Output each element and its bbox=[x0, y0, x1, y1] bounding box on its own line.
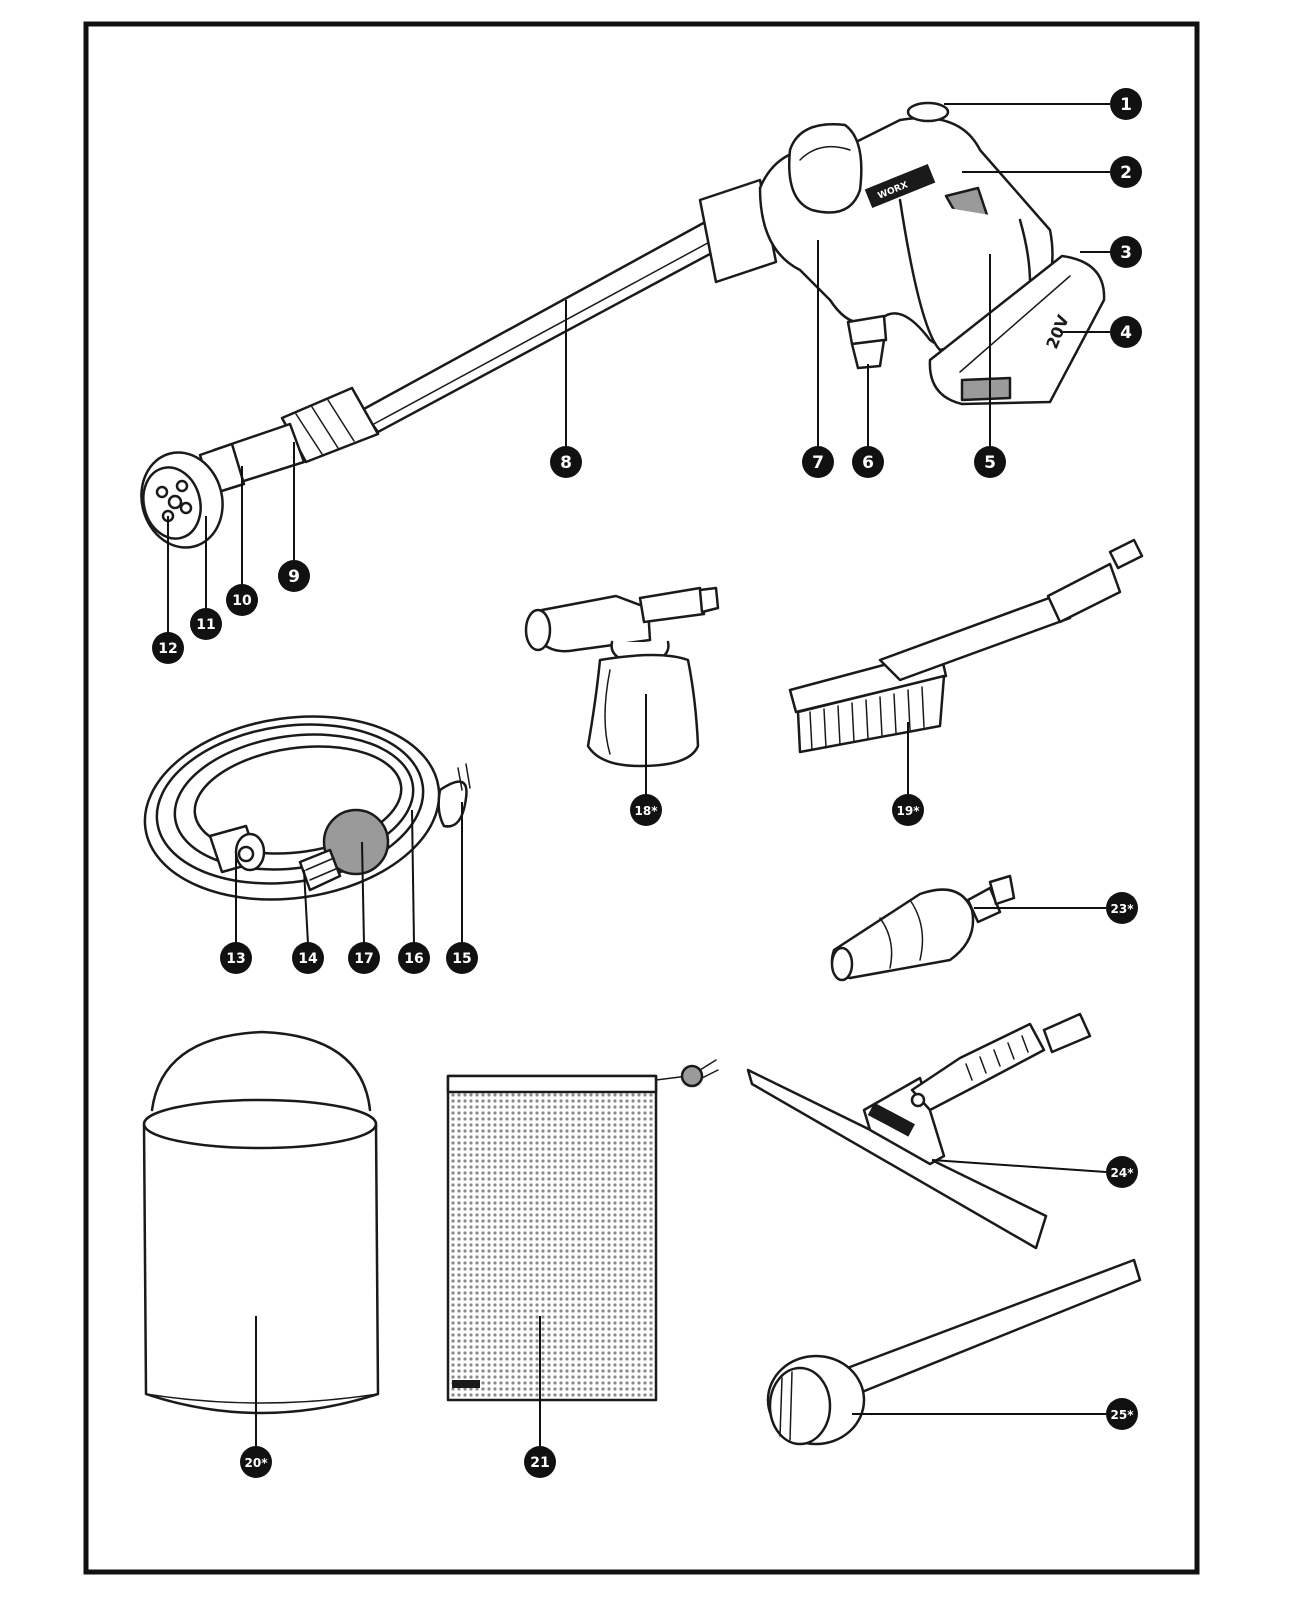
callout-12: 12 bbox=[152, 632, 184, 664]
callout-8: 8 bbox=[550, 446, 582, 478]
callout-21: 21 bbox=[524, 1446, 556, 1478]
callout-2: 2 bbox=[1110, 156, 1142, 188]
svg-text:24*: 24* bbox=[1111, 1166, 1135, 1180]
svg-text:16: 16 bbox=[404, 951, 423, 967]
callout-9: 9 bbox=[278, 560, 310, 592]
svg-text:19*: 19* bbox=[897, 804, 921, 818]
callout-14: 14 bbox=[292, 942, 324, 974]
svg-text:12: 12 bbox=[158, 641, 177, 657]
page-frame bbox=[83, 21, 1200, 1575]
svg-text:7: 7 bbox=[812, 453, 824, 473]
callout-4: 4 bbox=[1110, 316, 1142, 348]
svg-text:14: 14 bbox=[298, 951, 318, 967]
svg-text:6: 6 bbox=[862, 453, 874, 473]
svg-text:20*: 20* bbox=[245, 1456, 269, 1470]
svg-text:1: 1 bbox=[1120, 95, 1132, 115]
svg-text:3: 3 bbox=[1120, 243, 1132, 263]
svg-text:10: 10 bbox=[232, 593, 252, 609]
leader-lines bbox=[167, 103, 1110, 1446]
svg-text:23*: 23* bbox=[1111, 902, 1135, 916]
bucket-drawing bbox=[142, 1030, 380, 1415]
svg-text:2: 2 bbox=[1120, 163, 1132, 183]
hose-drawing bbox=[143, 715, 471, 901]
callout-10: 10 bbox=[226, 584, 258, 616]
bottle-adapter-drawing bbox=[766, 1258, 1142, 1446]
callout-25: 25* bbox=[1106, 1398, 1138, 1430]
callout-13: 13 bbox=[220, 942, 252, 974]
svg-text:8: 8 bbox=[560, 453, 572, 473]
svg-text:5: 5 bbox=[984, 453, 996, 473]
callout-19: 19* bbox=[892, 794, 924, 826]
svg-text:11: 11 bbox=[196, 617, 215, 633]
pressure-washer-drawing: WORX 20V bbox=[140, 101, 1106, 549]
svg-text:4: 4 bbox=[1120, 323, 1132, 343]
squeegee-drawing bbox=[746, 1012, 1092, 1250]
svg-text:25*: 25* bbox=[1111, 1408, 1135, 1422]
foam-bottle-drawing bbox=[524, 586, 720, 768]
callout-7: 7 bbox=[802, 446, 834, 478]
mesh-bag-drawing bbox=[446, 1059, 719, 1402]
callout-20: 20* bbox=[240, 1446, 272, 1478]
svg-text:18*: 18* bbox=[635, 804, 659, 818]
svg-text:21: 21 bbox=[530, 1455, 549, 1471]
callout-18: 18* bbox=[630, 794, 662, 826]
svg-text:17: 17 bbox=[354, 951, 373, 967]
svg-text:15: 15 bbox=[452, 951, 471, 967]
callout-24: 24* bbox=[1106, 1156, 1138, 1188]
callout-1: 1 bbox=[1110, 88, 1142, 120]
callout-11: 11 bbox=[190, 608, 222, 640]
callout-5: 5 bbox=[974, 446, 1006, 478]
callout-15: 15 bbox=[446, 942, 478, 974]
callout-6: 6 bbox=[852, 446, 884, 478]
callout-17: 17 bbox=[348, 942, 380, 974]
callout-16: 16 bbox=[398, 942, 430, 974]
turbo-nozzle-drawing bbox=[830, 874, 1016, 982]
svg-text:13: 13 bbox=[226, 951, 245, 967]
svg-text:9: 9 bbox=[288, 567, 300, 587]
brush-drawing bbox=[788, 538, 1144, 754]
callout-23: 23* bbox=[1106, 892, 1138, 924]
callout-3: 3 bbox=[1110, 236, 1142, 268]
